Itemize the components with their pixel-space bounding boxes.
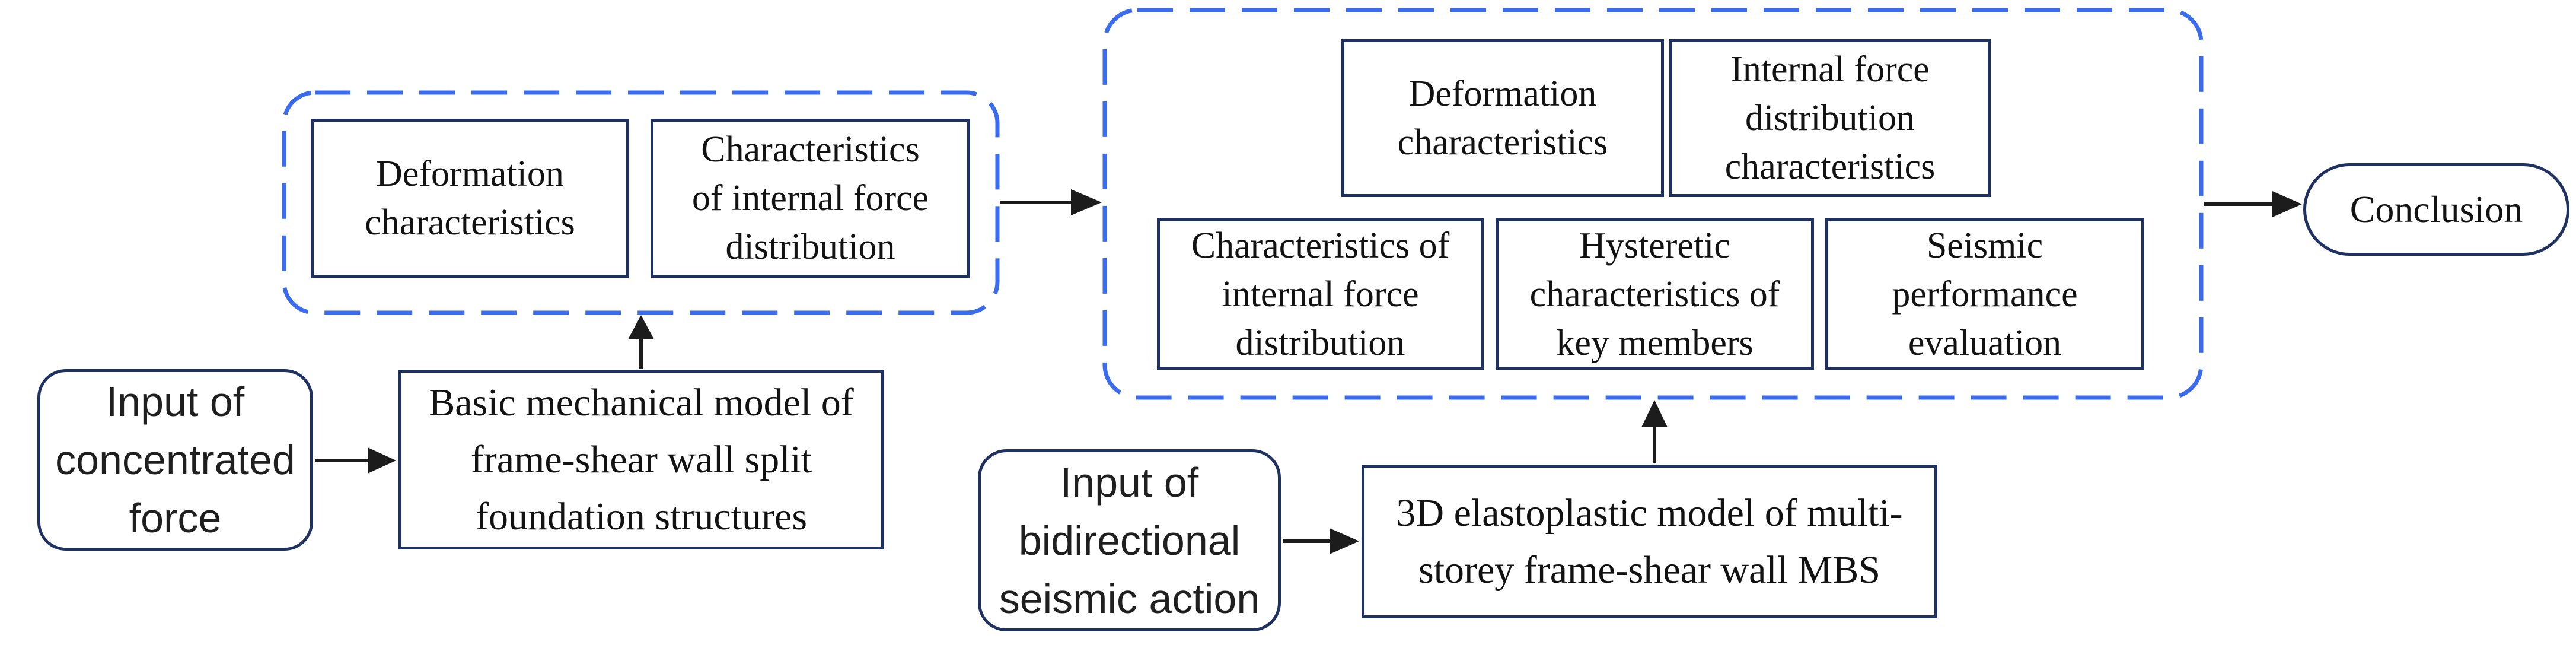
arrow-model-to-right-results — [1641, 400, 1668, 463]
right-deformation-characteristics-node: Deformation characteristics — [1341, 39, 1664, 197]
arrow-left-results-to-right-results — [1000, 189, 1102, 215]
right-characteristics-of-internal-force-node: Characteristics of internal force distri… — [1157, 218, 1484, 370]
concentrated-force-results-group-outline — [282, 90, 1000, 315]
arrow-model-to-left-results — [628, 315, 654, 369]
arrow-concentrated-to-model — [315, 447, 396, 474]
left-deformation-characteristics-node: Deformation characteristics — [311, 119, 629, 278]
hysteretic-characteristics-node: Hysteretic characteristics of key member… — [1496, 218, 1814, 370]
right-internal-force-distribution-characteristics-node: Internal force distribution characterist… — [1669, 39, 1991, 197]
left-internal-force-distribution-node: Characteristics of internal force distri… — [651, 119, 970, 278]
input-of-concentrated-force-node: Input of concentrated force — [37, 369, 313, 551]
arrow-results-to-conclusion — [2204, 191, 2302, 217]
seismic-performance-evaluation-node: Seismic performance evaluation — [1825, 218, 2144, 370]
elastoplastic-model-node: 3D elastoplastic model of multi- storey … — [1362, 465, 1937, 618]
input-of-bidirectional-seismic-node: Input of bidirectional seismic action — [978, 449, 1281, 631]
arrow-bidirectional-to-model — [1283, 528, 1359, 554]
basic-mechanical-model-node: Basic mechanical model of frame-shear wa… — [398, 370, 884, 549]
conclusion-node: Conclusion — [2303, 163, 2569, 256]
